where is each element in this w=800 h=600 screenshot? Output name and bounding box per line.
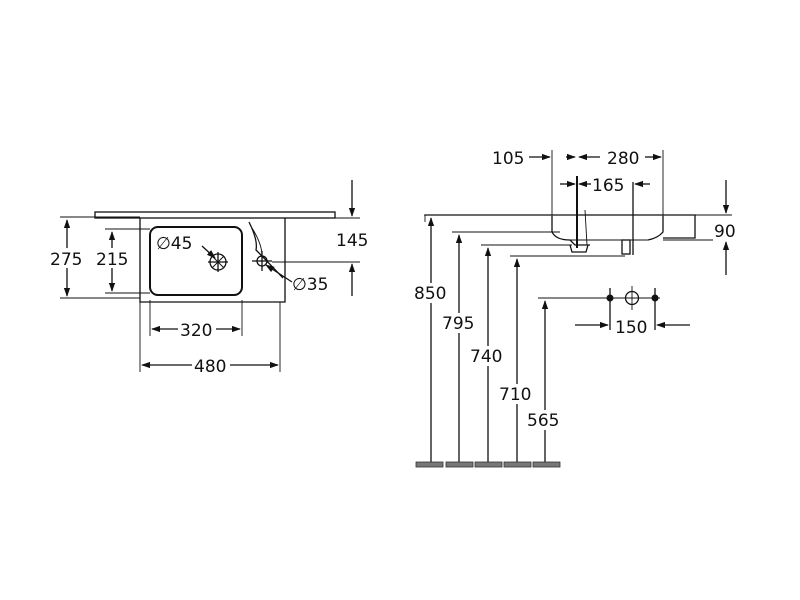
dim-105-280 bbox=[529, 150, 664, 216]
width-bowl-label: 320 bbox=[180, 321, 212, 341]
floor-markers bbox=[415, 461, 561, 468]
depth-bowl-label: 215 bbox=[96, 250, 128, 270]
supply-connections bbox=[606, 286, 659, 330]
overflow-hole-leader bbox=[265, 264, 293, 283]
top-view: 275 215 145 ∅45 ∅35 320 480 bbox=[50, 180, 372, 377]
supply-spacing-label: 150 bbox=[615, 318, 647, 338]
tap-hole-leader bbox=[201, 245, 216, 259]
basin-outline-side bbox=[424, 176, 696, 255]
basin-height-label: 90 bbox=[714, 222, 736, 242]
overflow-hole bbox=[252, 251, 272, 271]
depth-overall-label: 275 bbox=[50, 250, 82, 270]
side-view: 105 280 165 90 850 795 740 710 565 150 bbox=[414, 148, 741, 468]
trap-height-label: 710 bbox=[499, 385, 531, 405]
dim-710 bbox=[510, 255, 625, 462]
tap-span-label: 280 bbox=[607, 149, 639, 169]
supply-height-label: 565 bbox=[527, 411, 559, 431]
rim-height-label: 850 bbox=[414, 284, 446, 304]
overflow-diameter-label: ∅35 bbox=[292, 275, 328, 295]
waste-offset-label: 165 bbox=[592, 176, 624, 196]
dim-145 bbox=[272, 180, 360, 296]
width-overall-label: 480 bbox=[194, 357, 226, 377]
bowl-height-label: 795 bbox=[442, 314, 474, 334]
dim-850 bbox=[424, 214, 440, 462]
tap-hole-diameter-label: ∅45 bbox=[156, 234, 192, 254]
edge-offset-label: 105 bbox=[492, 149, 524, 169]
tap-offset-label: 145 bbox=[336, 231, 368, 251]
waste-height-label: 740 bbox=[470, 347, 502, 367]
dim-795 bbox=[452, 231, 560, 462]
tap-hole bbox=[208, 252, 228, 272]
